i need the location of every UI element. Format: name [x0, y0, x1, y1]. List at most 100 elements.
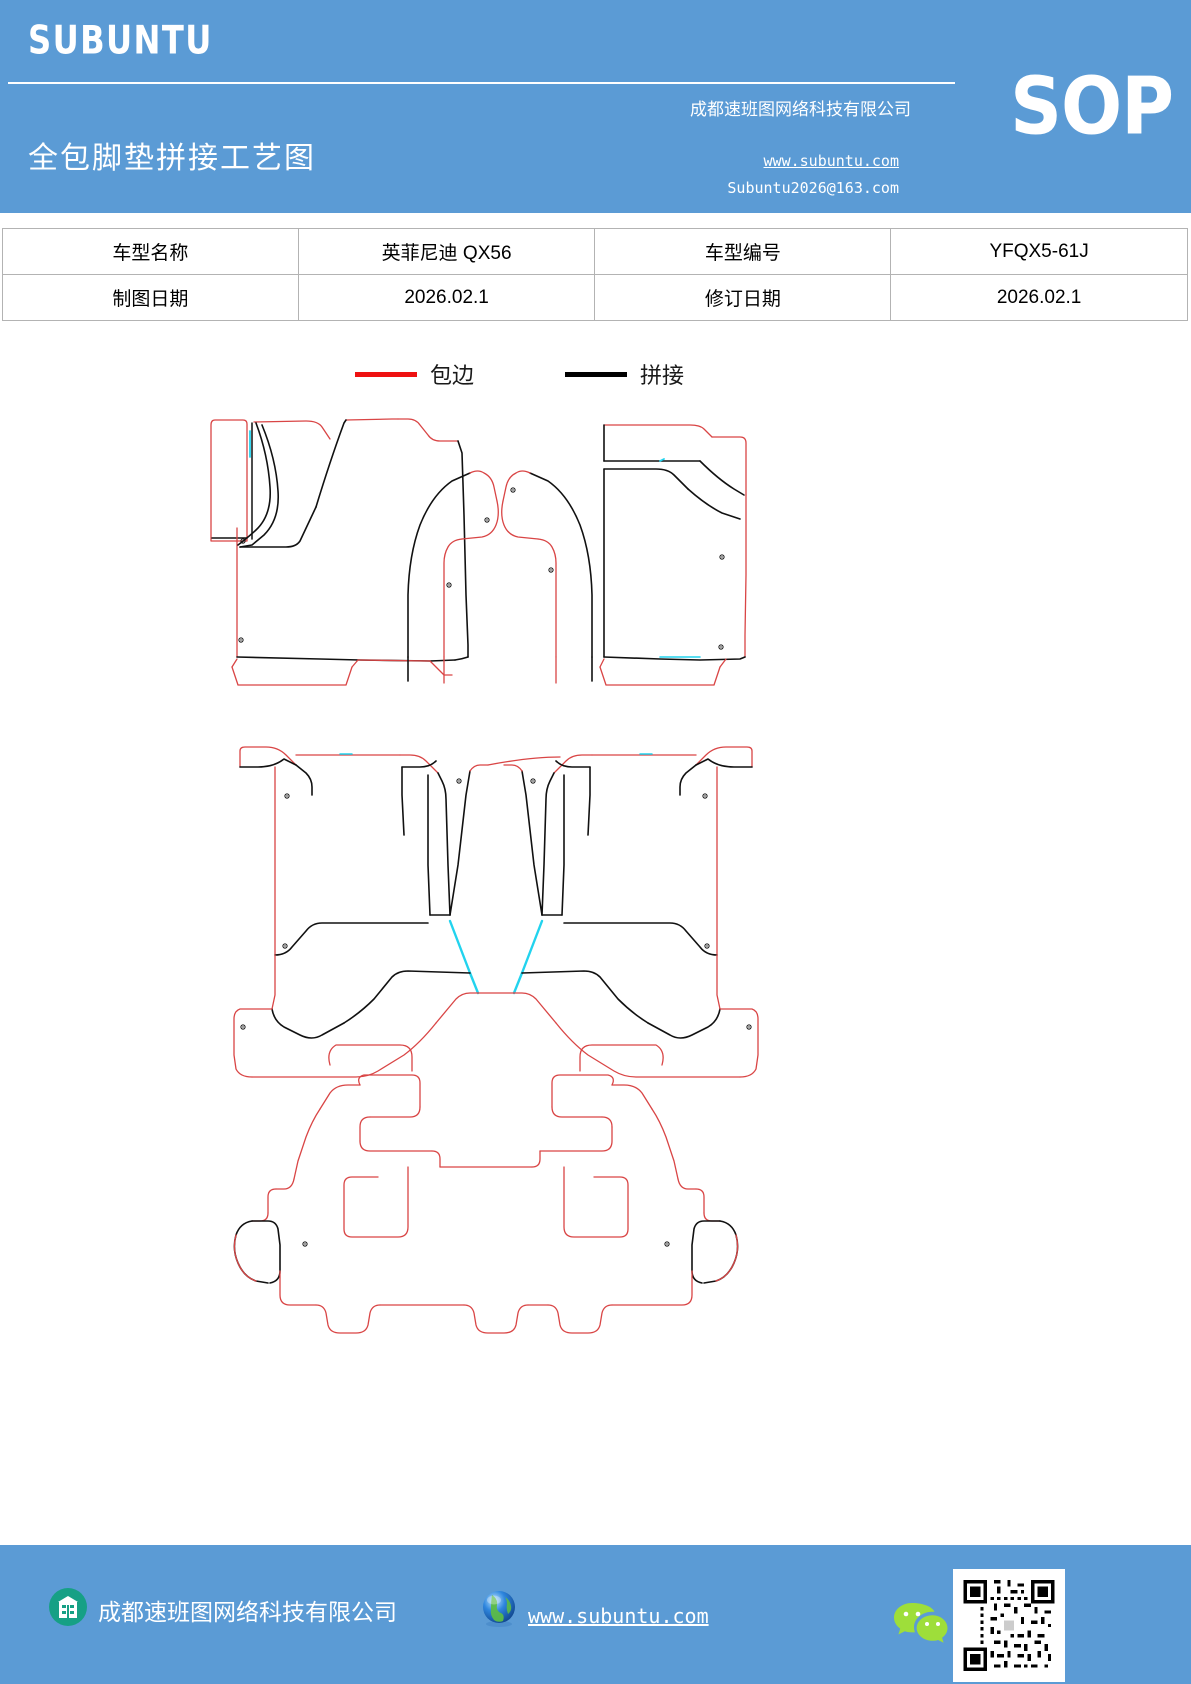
legend-item-seam: 拼接 [565, 358, 684, 390]
binding-line [267, 1188, 277, 1214]
binding-line [677, 1178, 697, 1190]
seam-line [603, 656, 746, 661]
binding-line [369, 1106, 421, 1118]
grommet-icon [718, 644, 724, 650]
accent-line [448, 919, 472, 975]
binding-line [239, 746, 297, 768]
grommet-icon [238, 637, 244, 643]
binding-line [351, 659, 359, 668]
table-row: 车型名称 英菲尼迪 QX56 车型编号 YFQX5-61J [2, 228, 1188, 275]
seam-line [521, 770, 543, 916]
binding-line [695, 1188, 705, 1214]
binding-line [703, 1212, 721, 1222]
model-code-label: 车型编号 [594, 228, 892, 275]
seam-line [343, 970, 471, 1024]
seam-line [449, 770, 471, 916]
binding-line [601, 1116, 613, 1128]
seam-line [541, 772, 555, 916]
binding-line [503, 764, 523, 772]
binding-line [251, 1022, 437, 1078]
grommet-icon [240, 538, 246, 544]
grommet-icon [284, 793, 290, 799]
page-footer: 成都速班图网络科技有限公司 www.subuntu.com [0, 1545, 1191, 1684]
seam-line [563, 922, 718, 956]
binding-line [231, 666, 353, 686]
binding-line [555, 1022, 741, 1078]
seam-line [529, 472, 593, 658]
seam-line [239, 758, 297, 768]
footer-site: www.subuntu.com [478, 1587, 709, 1634]
binding-line [501, 500, 539, 540]
binding-line [251, 1212, 269, 1222]
draw-date-value: 2026.02.1 [297, 274, 596, 321]
binding-line [716, 954, 721, 1010]
front-row-mats [210, 418, 747, 686]
second-row-mats [233, 746, 759, 1078]
footer-company: 成都速班图网络科技有限公司 [48, 1587, 397, 1632]
binding-line [695, 746, 753, 768]
binding-line [275, 1178, 295, 1190]
header-company-name: 成都速班图网络科技有限公司 [690, 100, 911, 119]
binding-line [461, 500, 499, 540]
seam-line [274, 922, 429, 956]
seam-line [603, 468, 689, 490]
accent-line [659, 458, 665, 462]
third-row-mat [233, 1074, 739, 1334]
binding-line [399, 754, 439, 774]
accent-line [520, 919, 544, 975]
seam-line [237, 422, 272, 546]
grommet-icon [446, 582, 452, 588]
grommet-icon [664, 1241, 670, 1247]
seam-line [454, 656, 469, 661]
binding-line [397, 418, 459, 442]
binding-line [315, 1304, 381, 1334]
legend-label-binding: 包边 [430, 363, 475, 388]
model-code-value: YFQX5-61J [890, 228, 1188, 275]
binding-line [531, 1150, 541, 1168]
binding-line [651, 1108, 679, 1180]
binding-line [611, 1084, 653, 1110]
binding-line [328, 1044, 413, 1072]
binding-line [233, 1008, 273, 1078]
seam-line [703, 1220, 739, 1284]
binding-line [551, 1106, 603, 1118]
grommet-icon [719, 554, 725, 560]
binding-line [563, 1166, 629, 1238]
revision-date-value: 2026.02.1 [890, 274, 1188, 321]
binding-line [579, 1044, 664, 1072]
binding-line [463, 1304, 529, 1334]
seam-line [315, 419, 347, 508]
second-row-left-tab [239, 746, 313, 796]
binding-line [279, 1270, 317, 1306]
binding-line [429, 660, 453, 676]
second-row-left-mat [233, 753, 561, 1078]
binding-line [719, 1008, 759, 1078]
building-icon [48, 1587, 88, 1632]
seam-line [691, 1220, 721, 1284]
binding-line [469, 470, 498, 502]
footer-website-link[interactable]: www.subuntu.com [528, 1603, 709, 1628]
seam-line [561, 774, 565, 916]
seam-line [457, 440, 469, 658]
header-website-link[interactable]: www.subuntu.com [763, 152, 899, 170]
binding-line [293, 1108, 321, 1180]
floor-mat-technical-drawing [0, 395, 1191, 1405]
sop-badge: SOP [1010, 60, 1174, 153]
binding-line [711, 436, 747, 496]
grommet-icon [746, 1024, 752, 1030]
seam-line [401, 760, 437, 768]
binding-line [210, 419, 248, 542]
binding-line [502, 470, 531, 502]
binding-line [431, 1150, 441, 1168]
seam-line [679, 764, 697, 796]
binding-line [744, 494, 747, 658]
header-divider [8, 82, 955, 84]
legend-label-seam: 拼接 [640, 363, 685, 388]
binding-line [358, 1074, 421, 1108]
grommet-icon [548, 567, 554, 573]
binding-line [611, 1270, 693, 1306]
accent-line [512, 971, 524, 995]
seam-line [239, 506, 317, 548]
binding-line [233, 1234, 257, 1282]
seam-line [271, 1008, 345, 1039]
